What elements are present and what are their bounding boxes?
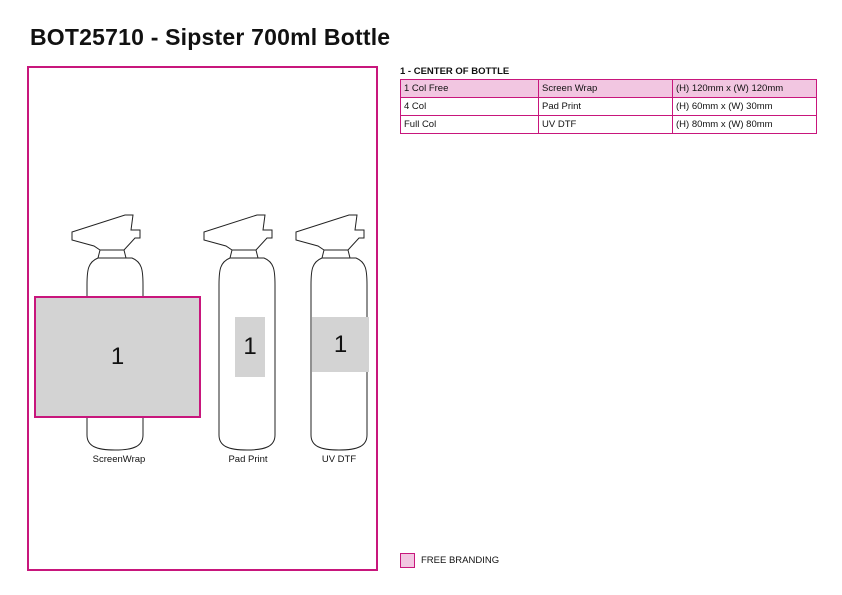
bottle-label-uv-dtf: UV DTF xyxy=(321,454,357,465)
bottle-outline-screenwrap xyxy=(70,210,160,452)
branding-options-table: 1 Col Free Screen Wrap (H) 120mm x (W) 1… xyxy=(400,79,817,134)
size-cell: (H) 80mm x (W) 80mm xyxy=(672,115,817,134)
size-cell: (H) 60mm x (W) 30mm xyxy=(672,97,817,116)
legend-label: FREE BRANDING xyxy=(421,555,500,566)
page-title: BOT25710 - Sipster 700ml Bottle xyxy=(30,24,391,50)
bottle-outline-pad-print xyxy=(202,210,292,452)
bottle-outline-uv-dtf xyxy=(294,210,384,452)
table-row: 1 Col Free Screen Wrap (H) 120mm x (W) 1… xyxy=(400,79,817,98)
print-area-number: 1 xyxy=(110,343,125,370)
option-cell: 4 Col xyxy=(400,97,539,116)
print-area-number: 1 xyxy=(333,330,348,358)
table-row: 4 Col Pad Print (H) 60mm x (W) 30mm xyxy=(400,97,817,116)
free-branding-legend: FREE BRANDING xyxy=(400,553,499,568)
bottle-label-pad-print: Pad Print xyxy=(228,454,268,465)
option-cell: Full Col xyxy=(400,115,539,134)
method-cell: Pad Print xyxy=(538,97,673,116)
legend-swatch xyxy=(400,553,415,568)
print-area-screenwrap: 1 xyxy=(34,296,201,418)
bottle-label-screenwrap: ScreenWrap xyxy=(92,454,146,465)
size-cell: (H) 120mm x (W) 120mm xyxy=(672,79,817,98)
section-heading: 1 - CENTER OF BOTTLE xyxy=(400,66,510,77)
option-cell: 1 Col Free xyxy=(400,79,539,98)
print-area-uv-dtf: 1 xyxy=(312,317,369,372)
print-area-pad-print: 1 xyxy=(235,317,265,377)
print-area-number: 1 xyxy=(243,333,257,360)
method-cell: Screen Wrap xyxy=(538,79,673,98)
bottle-views-frame xyxy=(27,66,378,571)
table-row: Full Col UV DTF (H) 80mm x (W) 80mm xyxy=(400,115,817,134)
method-cell: UV DTF xyxy=(538,115,673,134)
